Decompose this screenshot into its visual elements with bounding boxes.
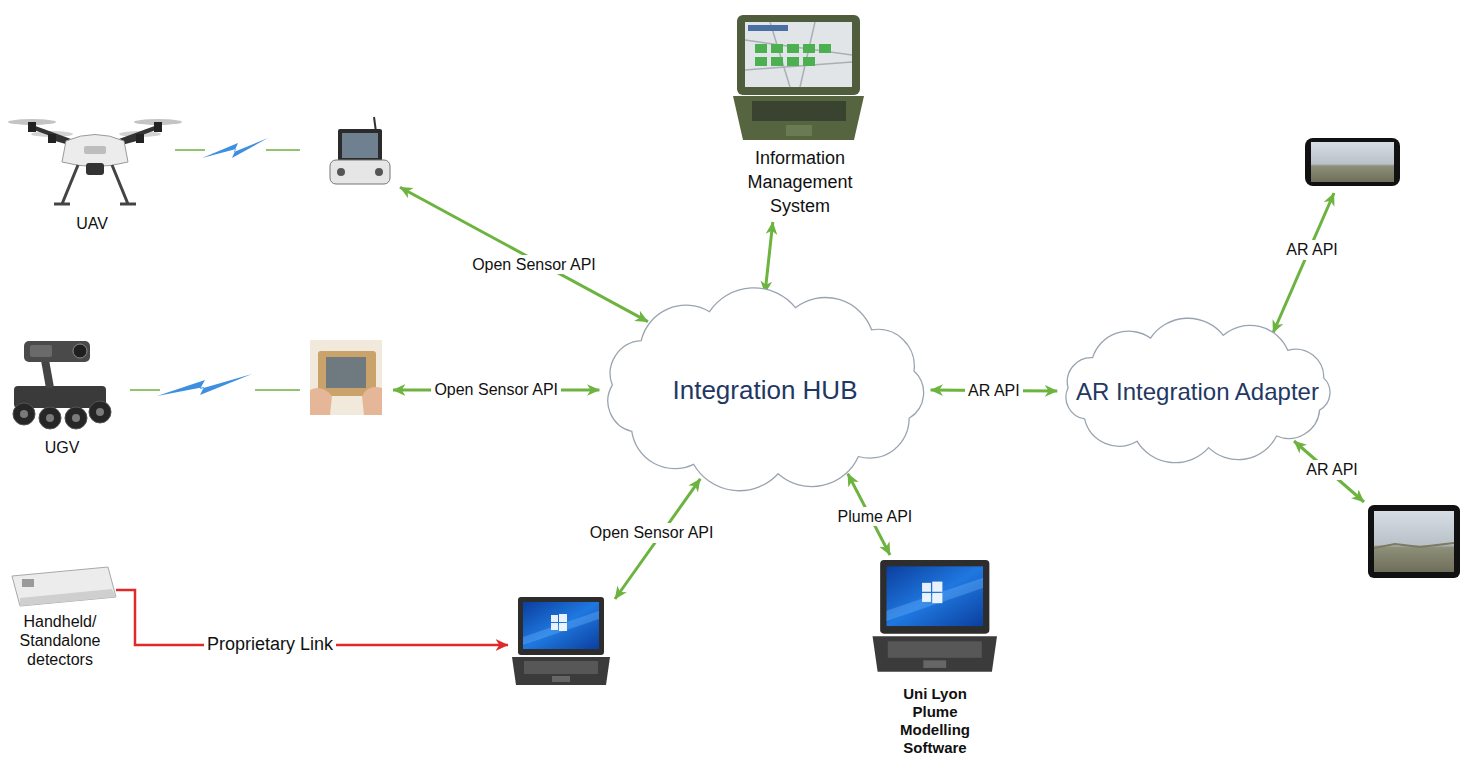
phone-illustration [1305,138,1400,186]
node-label: UAV [76,214,108,233]
device-node: UAV [8,105,400,242]
api-label: Open Sensor API [431,380,561,399]
api-label: Open Sensor API [469,255,599,274]
device-node: UGV [8,335,393,460]
link-label: AR API [1283,240,1341,259]
cloud-shape [608,288,924,491]
uav-illustration [8,119,182,204]
edge-label-holder: Open Sensor API [431,380,561,399]
cloud-label: Integration HUB [673,375,858,406]
wireless-link [175,138,300,158]
device-node: Uni Lyon Plume Modelling Software [860,555,1010,767]
cloud-node: Integration HUB [585,285,945,495]
edge-label-holder: Open Sensor API [469,255,599,274]
laptop-illustration [512,597,610,685]
link-label: AR API [1303,460,1361,479]
free-label-holder: AR API [1283,240,1341,259]
api-connector [400,187,648,321]
node-label: Information Management System [741,146,859,218]
tablet-illustration [1368,505,1460,578]
rugged-laptop-illustration [733,15,864,140]
api-connector [931,390,1058,391]
api-label: Plume API [835,507,916,526]
laptop-illustration [873,560,997,672]
proprietary-link-line [116,590,508,645]
api-label: Open Sensor API [587,523,717,542]
detector-illustration [12,567,116,606]
free-label-holder: AR API [1303,460,1361,479]
device-node: Handheld/ Standalone detectors [8,560,615,690]
ugv-controller [310,340,382,415]
wireless-link [130,374,300,396]
free-label-holder: Proprietary Link [204,634,336,656]
cloud-node: AR Integration Adapter [1045,320,1350,462]
api-connector [848,474,890,555]
edge-label-holder: AR API [965,381,1023,400]
device-node: Information Management System [720,10,880,222]
api-connector [615,479,700,599]
uav-controller [330,117,390,184]
node-label: UGV [45,438,80,457]
link-label: Proprietary Link [204,634,336,656]
cloud-shape [1066,318,1330,462]
node-label: Uni Lyon Plume Modelling Software [892,685,978,757]
ugv-illustration [13,341,111,429]
edge-label-holder: Plume API [835,507,916,526]
edge-label-holder: Open Sensor API [587,523,717,542]
api-label: AR API [965,381,1023,400]
cloud-label: AR Integration Adapter [1076,377,1319,406]
node-label: Handheld/ Standalone detectors [10,612,110,669]
api-connector [393,389,599,392]
api-connector [765,222,773,293]
